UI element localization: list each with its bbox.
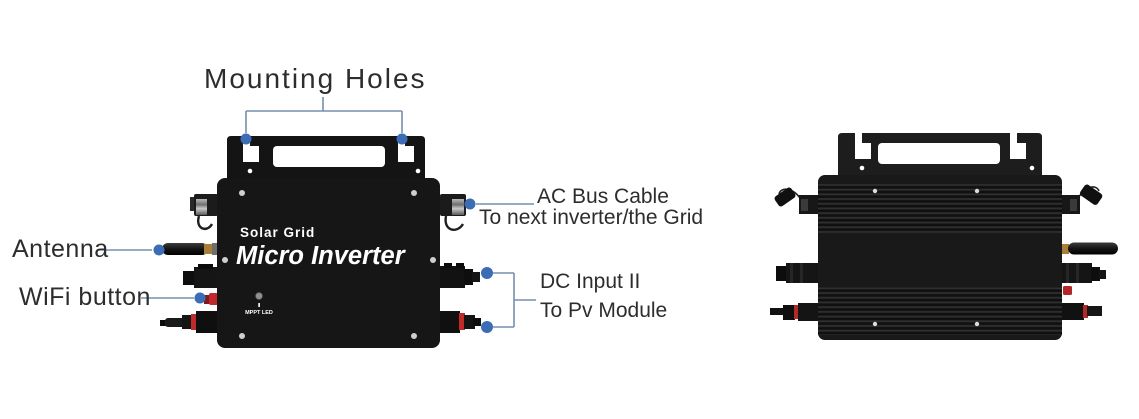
callout-dot-mounting-hole-left — [240, 133, 252, 145]
label-antenna: Antenna — [12, 235, 109, 263]
mppt-led-label: MPPT LED — [245, 310, 273, 316]
callout-dot-dc-input-top — [481, 267, 493, 279]
dc-connector-front-bottom-right — [440, 311, 481, 333]
callout-dot-wifi-button — [194, 292, 206, 304]
dc-connector-back-right — [1061, 263, 1106, 283]
antenna-back — [1061, 242, 1118, 255]
label-wifi-button: WiFi button — [19, 283, 151, 311]
wifi-button-back — [1063, 286, 1072, 295]
callout-dot-ac-bus — [464, 198, 476, 210]
back-view-illustration — [770, 133, 1118, 340]
brand-line1: Solar Grid — [240, 225, 315, 240]
antenna-front — [162, 243, 218, 255]
label-ac-bus-cable-line1: AC Bus Cable — [537, 185, 669, 208]
mounting-bracket-back — [838, 133, 1042, 178]
screw — [872, 321, 878, 327]
label-ac-bus-cable-line2: To next inverter/the Grid — [479, 206, 704, 229]
bracket-hole-right — [415, 168, 421, 174]
callout-dots — [153, 133, 493, 333]
dc-connector-back-bottom-right — [1061, 303, 1102, 320]
ac-connector-back-left — [774, 187, 819, 214]
front-device-body: Solar Grid Micro Inverter MPPT LED — [217, 178, 440, 348]
label-dc-input-line1: DC Input II — [540, 270, 641, 293]
callout-dot-dc-input-bottom — [481, 321, 493, 333]
ac-connector-back-right — [1061, 184, 1103, 214]
wifi-button-front — [204, 293, 218, 305]
bracket-hole-left — [247, 168, 253, 174]
screw — [430, 257, 436, 263]
dc-connector-front-left — [183, 264, 218, 288]
label-mounting-holes: Mounting Holes — [204, 63, 427, 94]
dc-connector-back-bottom-left — [770, 303, 819, 321]
mppt-led — [255, 292, 263, 300]
screw — [974, 321, 980, 327]
screw — [239, 190, 245, 196]
screw — [411, 333, 417, 339]
screw — [974, 188, 980, 194]
ac-connector-front-right — [440, 194, 466, 232]
front-view-illustration: Solar Grid Micro Inverter MPPT LED — [160, 136, 481, 348]
dc-connector-front-bottom-left — [160, 311, 218, 333]
callout-line-mounting-holes — [245, 97, 403, 133]
mounting-bracket-front — [227, 136, 425, 181]
callout-line-dc-input — [493, 272, 536, 328]
label-dc-input-line2: To Pv Module — [540, 299, 668, 322]
dc-connector-front-right — [440, 263, 480, 288]
screw — [411, 190, 417, 196]
callout-dot-mounting-hole-right — [396, 133, 408, 145]
back-device-body — [818, 175, 1062, 340]
callout-dot-antenna — [153, 244, 165, 256]
ac-connector-front-left — [190, 194, 218, 231]
callout-lines — [99, 97, 536, 328]
screw — [222, 257, 228, 263]
screw — [239, 333, 245, 339]
brand-line2: Micro Inverter — [236, 242, 407, 270]
dc-connector-back-left — [776, 263, 819, 283]
screw — [872, 188, 878, 194]
